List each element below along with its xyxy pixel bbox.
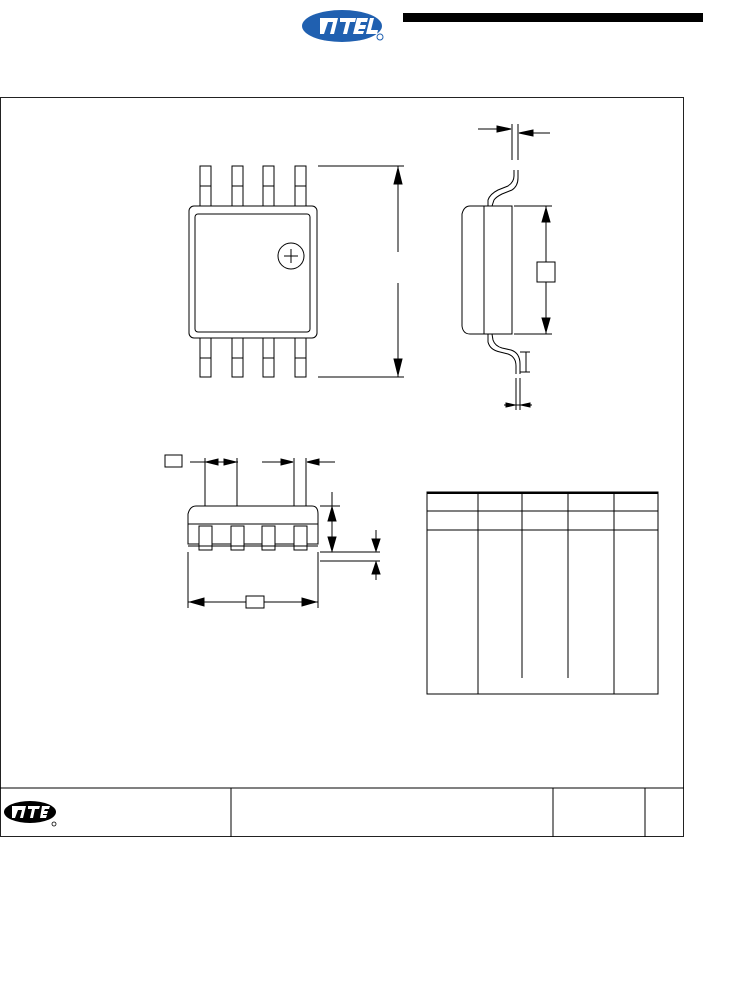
atmel-logo-icon xyxy=(300,4,390,49)
top-view xyxy=(188,165,404,378)
end-view xyxy=(164,454,381,609)
atmel-logo-small-icon xyxy=(4,801,57,827)
title-block-lines xyxy=(0,787,684,837)
dimension-table xyxy=(426,491,659,695)
header-rule xyxy=(403,13,703,22)
side-view xyxy=(461,124,556,410)
drawing-frame xyxy=(0,97,684,837)
